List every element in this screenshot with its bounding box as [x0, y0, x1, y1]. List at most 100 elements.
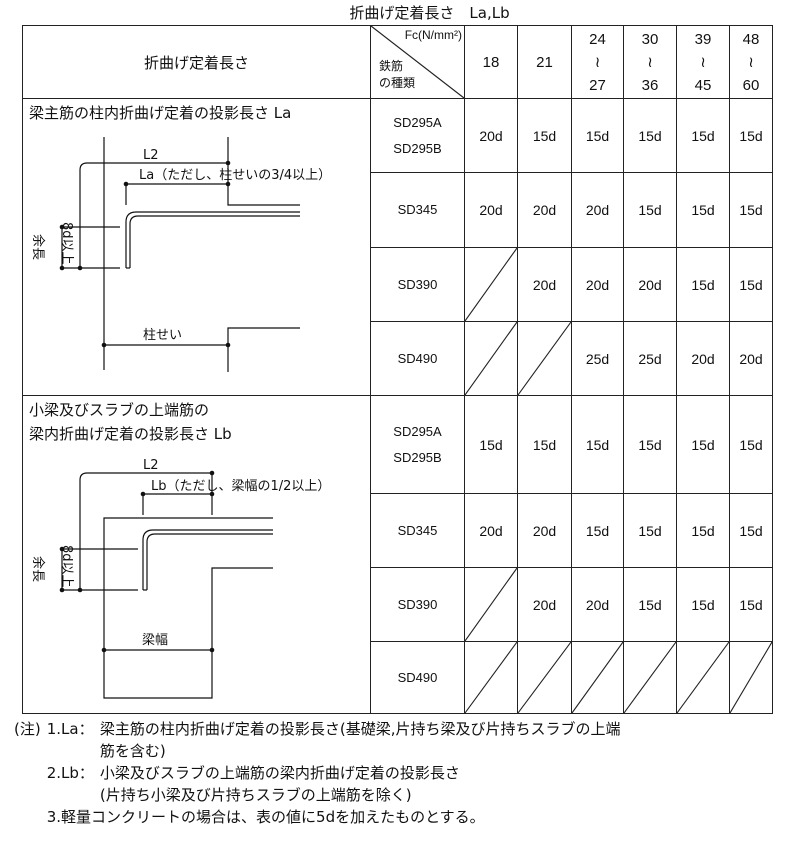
rebar-type: SD295B: [393, 140, 442, 156]
anchorage-value-cell: 20d: [464, 493, 518, 568]
header-left: 折曲げ定着長さ: [22, 25, 371, 99]
anchorage-value-cell: 15d: [517, 395, 572, 494]
rebar-type-cell: SD390: [370, 567, 465, 642]
rebar-type: SD295A: [393, 423, 442, 439]
rebar-type-label: 鉄筋 の種類: [379, 58, 415, 92]
anchorage-value-cell: 15d: [729, 395, 773, 494]
slash-mark: [465, 322, 517, 395]
anchorage-value-cell: 15d: [676, 567, 730, 642]
anchorage-value-cell: 20d: [571, 172, 624, 248]
not-applicable-cell: [464, 567, 518, 642]
anchorage-value-cell: 15d: [623, 567, 677, 642]
section-title-line: 梁主筋の柱内折曲げ定着の投影長さ La: [29, 104, 292, 122]
slash-mark: [624, 642, 676, 713]
anchorage-value-cell: 15d: [623, 395, 677, 494]
fc-label: Fc(N/mm²): [404, 28, 462, 42]
rebar-type: SD295A: [393, 114, 442, 130]
fc-header-1: 21: [517, 25, 572, 99]
fc-value-bot: 36: [641, 76, 659, 94]
slash-mark: [572, 642, 623, 713]
section-title: 小梁及びスラブの上端筋の梁内折曲げ定着の投影長さ Lb: [23, 396, 370, 446]
notes: (注) 1.La： 梁主筋の柱内折曲げ定着の投影長さ(基礎梁,片持ち梁及び片持ち…: [14, 718, 621, 828]
anchorage-value-cell: 15d: [623, 172, 677, 248]
fc-value-top: 39: [694, 30, 712, 48]
slash-mark: [730, 642, 772, 713]
not-applicable-cell: [464, 321, 518, 396]
not-applicable-cell: [571, 641, 624, 714]
rebar-type-cell: SD390: [370, 247, 465, 322]
rebar-type-cell: SD490: [370, 641, 465, 714]
fc-value-mid: ≀: [594, 53, 601, 71]
note-2-line1: 小梁及びスラブの上端筋の梁内折曲げ定着の投影長さ: [99, 764, 460, 782]
fc-header-0: 18: [464, 25, 518, 99]
fc-header-5: 48 ≀ 60: [729, 25, 773, 99]
fc-value-top: 21: [536, 53, 553, 71]
anchorage-value-cell: 15d: [729, 567, 773, 642]
anchorage-value-cell: 15d: [623, 493, 677, 568]
anchorage-value-cell: 20d: [464, 172, 518, 248]
anchorage-value-cell: 20d: [517, 247, 572, 322]
section-cell-0: 梁主筋の柱内折曲げ定着の投影長さ La: [22, 98, 371, 396]
anchorage-value-cell: 15d: [729, 493, 773, 568]
anchorage-value-cell: 15d: [676, 247, 730, 322]
fc-header-3: 30≀36: [623, 25, 677, 99]
anchorage-value-cell: 20d: [623, 247, 677, 322]
anchorage-value-cell: 15d: [464, 395, 518, 494]
not-applicable-cell: [729, 641, 773, 714]
anchorage-value-cell: 15d: [571, 395, 624, 494]
fc-value-mid: ≀: [700, 53, 706, 71]
not-applicable-cell: [517, 321, 572, 396]
rebar-type-cell: SD295A SD295B: [370, 98, 465, 173]
fc-value-bot: 45: [694, 76, 712, 94]
rebar-type: SD490: [397, 350, 438, 366]
note-1-label: 1.La：: [46, 720, 94, 738]
anchorage-value-cell: 15d: [571, 493, 624, 568]
fc-value-top: 18: [482, 53, 500, 71]
rebar-type: SD345: [397, 522, 438, 538]
section-title-line: 梁内折曲げ定着の投影長さ Lb: [29, 425, 232, 443]
section-title: 梁主筋の柱内折曲げ定着の投影長さ La: [23, 99, 370, 125]
anchorage-value-cell: 15d: [571, 98, 624, 173]
anchorage-value-cell: 15d: [676, 172, 730, 248]
anchorage-value-cell: 15d: [676, 493, 730, 568]
fc-header-2: 24 ≀ 27: [571, 25, 624, 99]
anchorage-value-cell: 15d: [729, 172, 773, 248]
note-1-line2: 筋を含む): [99, 742, 166, 760]
not-applicable-cell: [517, 641, 572, 714]
header-rebar-fc-cell: Fc(N/mm²) 鉄筋 の種類: [370, 25, 465, 99]
note-prefix: (注): [14, 720, 41, 738]
anchorage-value-cell: 15d: [729, 98, 773, 173]
rebar-type-cell: SD345: [370, 493, 465, 568]
slash-mark: [518, 322, 571, 395]
note-2-label: 2.Lb：: [46, 764, 94, 782]
anchorage-value-cell: 15d: [676, 395, 730, 494]
header-diagonal-line: [371, 26, 464, 98]
fc-value-bot: 27: [589, 76, 606, 94]
anchorage-value-cell: 15d: [623, 98, 677, 173]
anchorage-value-cell: 20d: [517, 172, 572, 248]
document-title: 折曲げ定着長さ La,Lb: [349, 4, 510, 22]
slash-mark: [465, 568, 517, 641]
fc-value-mid: ≀: [748, 53, 754, 71]
slash-mark: [465, 642, 517, 713]
fc-value-top: 30: [641, 30, 659, 48]
slash-mark: [465, 248, 517, 321]
slash-mark: [518, 642, 571, 713]
not-applicable-cell: [464, 247, 518, 322]
rebar-type: SD390: [397, 276, 438, 292]
fc-value-top: 24: [589, 30, 606, 48]
note-3: 3.軽量コンクリートの場合は、表の値に5dを加えたものとする。: [46, 808, 485, 826]
fc-value-top: 48: [742, 30, 760, 48]
anchorage-value-cell: 20d: [571, 567, 624, 642]
section-title-line: 小梁及びスラブの上端筋の: [29, 401, 210, 419]
fc-value-bot: 60: [742, 76, 760, 94]
table-row: SD490: [23, 641, 773, 714]
anchorage-value-cell: 20d: [729, 321, 773, 396]
